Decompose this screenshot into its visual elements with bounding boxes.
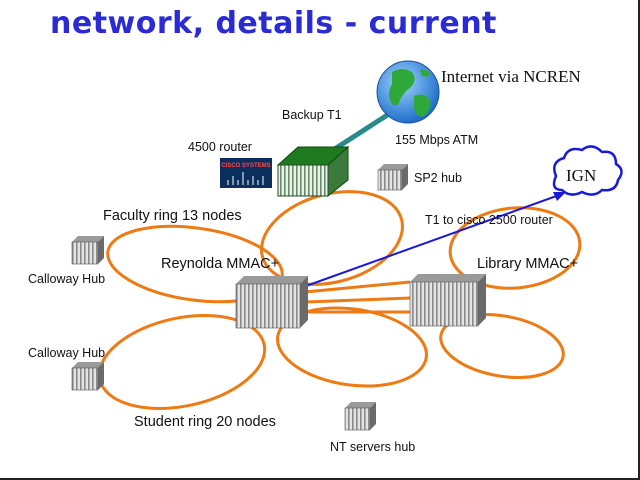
slide-title: network, details - current [50,6,497,41]
student-ring-label: Student ring 20 nodes [134,414,276,430]
t1-cisco-label: T1 to cisco 2500 router [425,213,553,227]
faculty-ring-label: Faculty ring 13 nodes [103,208,242,224]
svg-text:CISCO SYSTEMS: CISCO SYSTEMS [221,163,270,169]
library-ring-bottom [439,313,565,379]
atm-label: 155 Mbps ATM [395,133,479,147]
calloway-hub-top-label: Calloway Hub [28,272,106,286]
globe-icon [376,60,440,124]
nt-servers-hub-label: NT servers hub [330,440,416,454]
library-mmac-label: Library MMAC+ [477,256,579,272]
hub-icon [344,402,376,431]
nt-ring [276,306,428,388]
calloway-hub-bottom-label: Calloway Hub [28,346,106,360]
router-icon [276,145,350,198]
router-4500-label: 4500 router [188,140,252,154]
switch-icon [409,274,486,327]
hub-icon [71,362,104,391]
sp2-hub-label: SP2 hub [414,171,462,185]
internet-label: Internet via NCREN [441,67,581,86]
switch-icon [235,276,308,329]
cloud-icon [552,145,623,196]
backbone-links [304,280,411,314]
slide-border-bottom [0,478,640,480]
atm-link [328,109,394,155]
cisco-logo-icon: CISCO SYSTEMS [220,158,272,188]
t1-to-cisco-link [305,193,563,287]
ign-label: IGN [566,166,597,185]
t1-arrow-head [553,192,566,201]
reynolda-mmac-label: Reynolda MMAC+ [161,256,280,272]
hub-icon [377,164,408,191]
library-ring-top [448,206,582,290]
slide-border-right [638,0,640,480]
backup-t1-label: Backup T1 [282,108,342,122]
hub-icon [71,236,104,265]
